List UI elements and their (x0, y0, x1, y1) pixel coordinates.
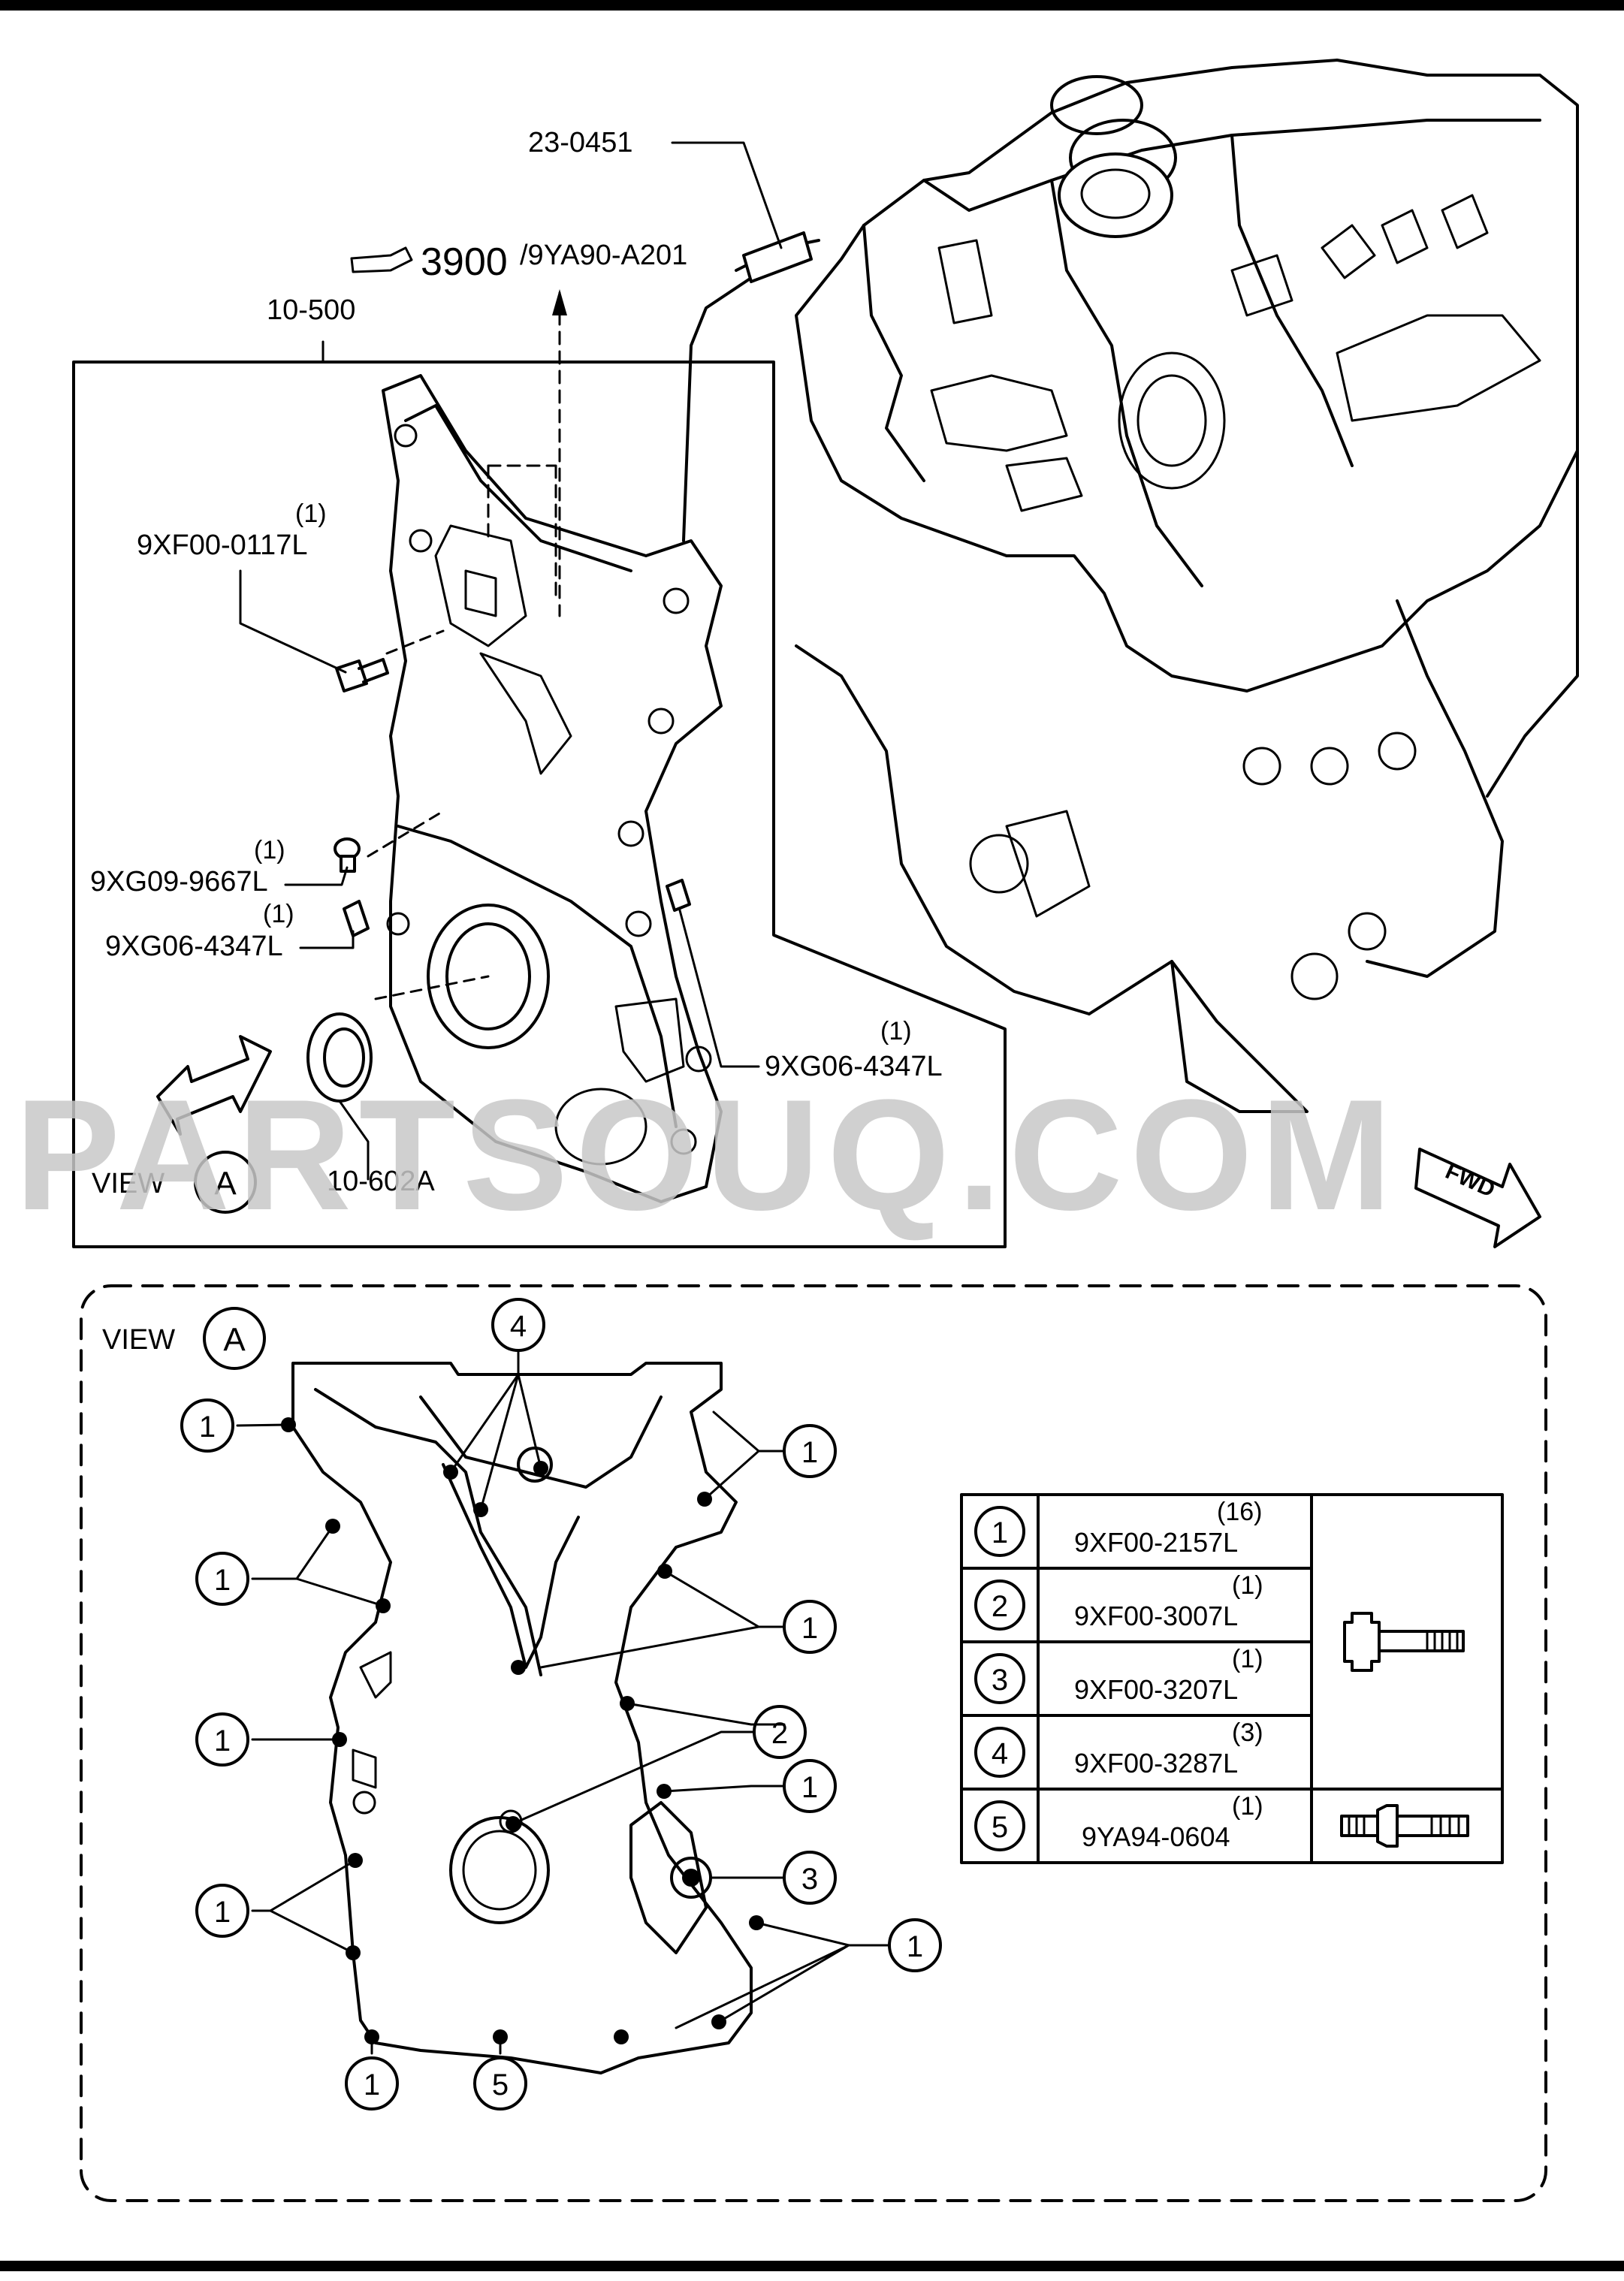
callout-circle (491, 1298, 545, 1352)
bolt-9xg09-9667l (334, 837, 361, 873)
callout-circle (345, 2056, 399, 2111)
label-10-602a: 10-602A (327, 1166, 435, 1197)
gauge-tube-23-0451 (682, 231, 820, 542)
label-9xg06-4347l-b: 9XG06-4347L (765, 1051, 943, 1082)
callout-number: 1 (199, 1411, 216, 1444)
table-row-code: 9XF00-2157L (1074, 1527, 1238, 1558)
fwd-arrow-icon: FWD (1414, 1148, 1541, 1248)
callout-circle (195, 1712, 249, 1767)
ref-code: /9YA90-A201 (520, 240, 687, 271)
dowel-9xg06-4347l-a (343, 900, 370, 937)
callout-number: 3 (801, 1863, 818, 1896)
top-rule (0, 0, 1624, 11)
callout-number: 1 (801, 1612, 818, 1645)
callout-circle (888, 1918, 942, 1972)
ref-number: 3900 (421, 240, 508, 284)
watermark: PARTSOUQ.COM (15, 1067, 1399, 1243)
table-row-code: 9YA94-0604 (1082, 1821, 1230, 1852)
dowel-9xg06-4347l-b (666, 879, 691, 912)
view-a-leaders (236, 1349, 891, 2055)
table-row-number: 5 (992, 1811, 1008, 1844)
table-row-number-circle (974, 1580, 1025, 1631)
callout-number: 5 (492, 2068, 509, 2101)
table-row-number-circle (974, 1653, 1025, 1704)
callout-circle (783, 1600, 837, 1654)
view-letter-upper: A (214, 1166, 237, 1202)
timing-cover-view-a (281, 1362, 764, 2074)
bottom-rule (0, 2261, 1624, 2271)
callout-number: 1 (214, 1564, 231, 1597)
table-row-number: 3 (992, 1664, 1008, 1697)
view-a-dashed-frame (80, 1284, 1547, 2202)
callout-circle (180, 1398, 234, 1453)
table-row-code: 9XF00-3287L (1074, 1748, 1238, 1779)
table-row-qty: (3) (1232, 1718, 1263, 1747)
view-letter-lower: A (223, 1322, 246, 1359)
callout-circle (783, 1759, 837, 1813)
callout-number: 1 (907, 1930, 923, 1963)
table-row-qty: (1) (1232, 1792, 1263, 1821)
label-9xg09-9667l: 9XG09-9667L (90, 866, 268, 898)
callout-number: 1 (214, 1896, 231, 1929)
table-row-qty: (1) (1232, 1645, 1263, 1673)
table-row-qty: (1) (1232, 1571, 1263, 1600)
callout-number: 1 (801, 1436, 818, 1469)
callout-number: 4 (510, 1310, 527, 1343)
table-row-number-circle (974, 1506, 1025, 1557)
table-row-number: 1 (992, 1516, 1008, 1549)
qty-9xf00-0117l: (1) (295, 499, 327, 528)
label-9xf00-0117l: 9XF00-0117L (137, 530, 307, 561)
view-a-arrow (156, 1035, 272, 1136)
table-row-code: 9XF00-3207L (1074, 1674, 1238, 1705)
table-row-number: 4 (992, 1737, 1008, 1770)
callout-circle (195, 1884, 249, 1938)
label-9xg06-4347l-a: 9XG06-4347L (105, 931, 283, 962)
cover-group-frame (72, 361, 1007, 1248)
view-letter-circle-upper (194, 1151, 257, 1214)
flange-bolt-icon (1343, 1612, 1465, 1672)
callout-number: 1 (364, 2068, 380, 2101)
callout-number: 2 (771, 1717, 788, 1750)
table-row-number-circle (974, 1727, 1025, 1778)
callout-circle (473, 2056, 527, 2111)
table-row-number-circle (974, 1800, 1025, 1851)
qty-9xg06-4347l-a: (1) (263, 900, 294, 928)
view-label-upper: VIEW (92, 1168, 165, 1199)
callout-number: 1 (214, 1724, 231, 1758)
view-a-callouts: 1 1 1 1 1 1 1 1 1 2 3 4 5 (180, 1298, 942, 2111)
reference-3900: 3900 /9YA90-A201 (350, 240, 687, 284)
table-row-number: 2 (992, 1590, 1008, 1623)
pointing-hand-icon (350, 246, 413, 273)
callout-circle (783, 1851, 837, 1905)
qty-9xg06-4347l-b: (1) (880, 1017, 912, 1045)
label-frame-10-500: 10-500 (267, 294, 355, 326)
qty-9xg09-9667l: (1) (254, 836, 285, 864)
view-letter-circle-lower (203, 1307, 266, 1370)
callout-number: 1 (801, 1771, 818, 1804)
table-row-code: 9XF00-3007L (1074, 1601, 1238, 1631)
timing-cover-drawing (367, 289, 723, 1203)
bolt-table: 1 (16) 9XF00-2157L 2 (1) 9XF00-3007L 3 (… (960, 1493, 1504, 1864)
view-label-lower: VIEW (102, 1324, 175, 1356)
callout-circle (753, 1705, 807, 1759)
callout-circle (783, 1424, 837, 1478)
stud-bolt-icon (1340, 1804, 1469, 1848)
callout-circle (195, 1552, 249, 1606)
upper-leaders (239, 141, 783, 1181)
engine-block-drawing (795, 59, 1579, 1113)
table-row-qty: (16) (1217, 1498, 1262, 1526)
label-23-0451: 23-0451 (528, 127, 632, 158)
bolt-9xf00-0117l (335, 658, 389, 692)
